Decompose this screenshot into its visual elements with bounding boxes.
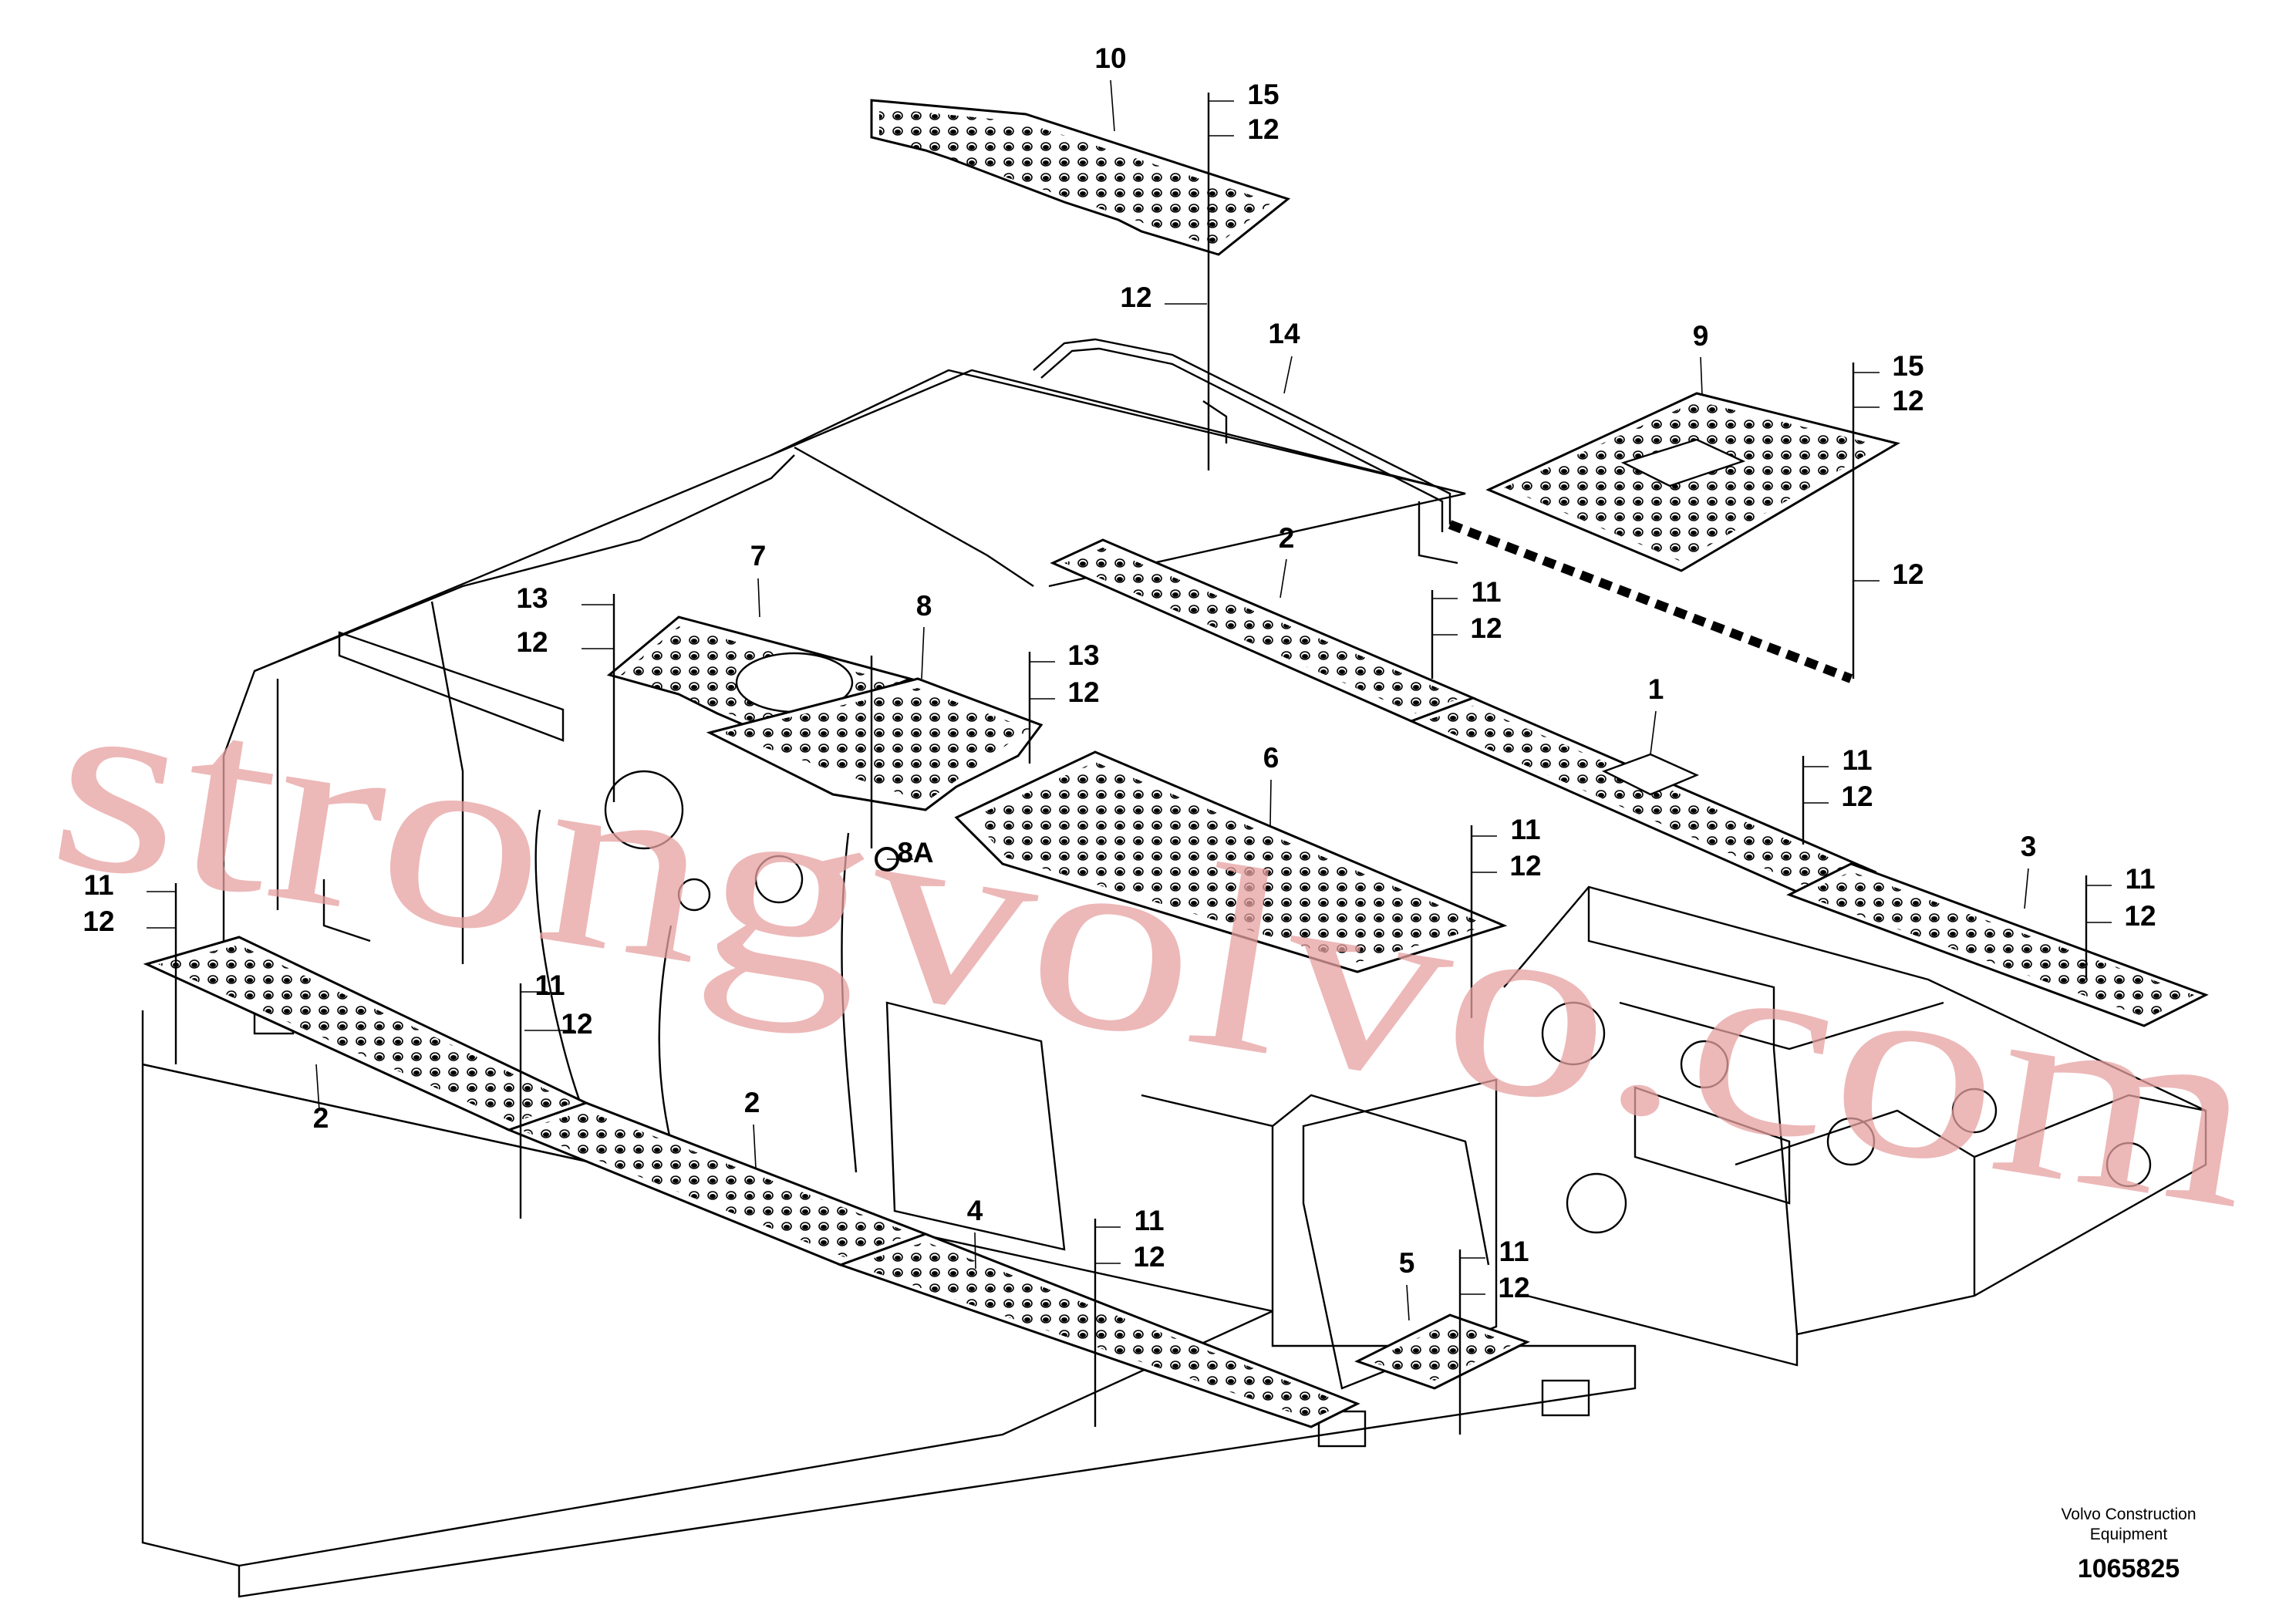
plate-6-holes (972, 762, 1489, 963)
callout-leader (974, 1232, 976, 1270)
callout-leader (2024, 868, 2029, 909)
callout-label: 2 (744, 1087, 760, 1118)
fastener-leaders (174, 93, 2088, 1435)
plate-8-holes (721, 688, 1030, 802)
callout-leader (1279, 558, 1287, 599)
callout-label: 12 (1067, 676, 1099, 708)
callout-label: 12 (516, 626, 548, 658)
plate-2-lower-middle-holes (521, 1111, 914, 1257)
callout-label: 12 (1498, 1272, 1529, 1303)
callout-label: 12 (561, 1008, 592, 1040)
callout-label: 10 (1094, 42, 1126, 74)
callout-label: 8A (897, 837, 933, 868)
callout-label: 11 (1842, 744, 1872, 776)
callout-leader (753, 1124, 757, 1169)
callout-label: 13 (516, 582, 548, 614)
callout-label: 14 (1268, 318, 1300, 349)
document-number: 1065825 (2078, 1554, 2180, 1583)
plate-4-holes (852, 1242, 1346, 1419)
callout-label: 5 (1399, 1247, 1415, 1279)
callout-label: 11 (1499, 1236, 1529, 1267)
plate-3-holes (1801, 872, 2194, 1018)
plate-2-lower-left-holes (158, 945, 575, 1122)
callout-label: 9 (1693, 320, 1709, 352)
callout-label: 12 (1509, 850, 1541, 882)
credit-line-1: Volvo Construction (2061, 1506, 2196, 1523)
callout-leader (1269, 779, 1272, 826)
plate-10-holes (879, 108, 1273, 247)
callout-leader (1110, 79, 1115, 132)
callout-label: 11 (1471, 576, 1501, 608)
upper-frame-line-art (141, 338, 2207, 1598)
credit-line-2: Equipment (2090, 1526, 2168, 1543)
callout-label: 13 (1067, 639, 1099, 671)
callout-label: 15 (1892, 350, 1923, 382)
perforated-plates (143, 99, 2209, 1428)
callout-label: 8 (916, 590, 932, 622)
callout-label: 3 (2021, 831, 2037, 862)
callout-leader (921, 626, 925, 679)
callout-leader (1650, 710, 1657, 755)
callout-label: 6 (1263, 742, 1279, 774)
watermark-text: strongvolvo.com (35, 629, 2275, 1263)
callout-label: 11 (83, 869, 113, 901)
callout-label: 12 (1841, 781, 1873, 812)
callout-label: 7 (750, 540, 767, 572)
plate-1-holes (1423, 706, 1863, 891)
plate-9-holes (1504, 401, 1882, 561)
callout-label: 12 (83, 905, 114, 937)
callout-label: 2 (313, 1102, 329, 1134)
callout-label: 11 (534, 969, 565, 1001)
plate-9-cutout (1620, 438, 1746, 487)
plate-2-upper-holes (1064, 548, 1462, 713)
callout-leader (757, 578, 760, 618)
callout-label: 2 (1279, 522, 1295, 554)
callout-leader (1700, 356, 1703, 396)
callout-label: 12 (1120, 282, 1151, 313)
callout-label: 12 (2124, 900, 2156, 932)
callout-label: 11 (1134, 1205, 1164, 1236)
callout-label: 12 (1133, 1241, 1165, 1273)
callout-label: 11 (2125, 863, 2155, 895)
callout-label: 12 (1247, 113, 1279, 145)
callout-label: 1 (1648, 673, 1664, 705)
callout-label: 11 (1510, 814, 1540, 845)
callout-label: 4 (967, 1195, 983, 1226)
callout-leader (1406, 1284, 1410, 1321)
callout-leader (315, 1064, 320, 1111)
callout-leader (1283, 356, 1293, 394)
callout-label: 15 (1247, 79, 1279, 110)
plate-5-holes (1369, 1323, 1515, 1381)
callout-label: 12 (1892, 385, 1923, 416)
plate-1-cutout (1601, 753, 1700, 796)
callout-label: 12 (1470, 612, 1502, 644)
callout-label: 12 (1892, 558, 1923, 590)
